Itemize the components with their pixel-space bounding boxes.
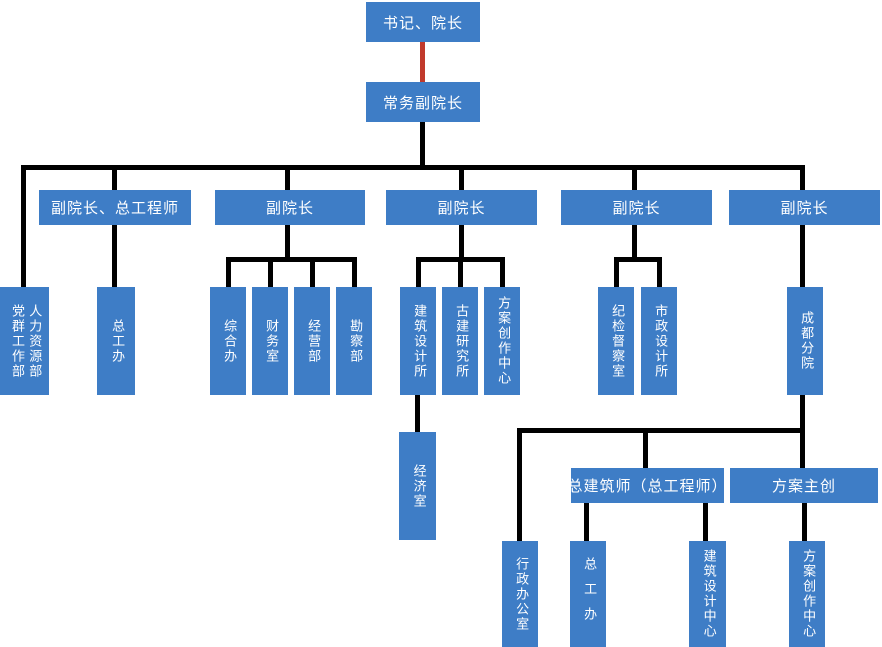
connector-line	[614, 257, 662, 262]
node-survey-dept-label: 勘察部	[347, 318, 363, 364]
node-party-masses-dept-label: 党群工作部	[9, 303, 24, 379]
node-admin-office: 行政办公室	[502, 541, 538, 647]
connector-line	[268, 262, 273, 287]
node-vice-dean-2: 副院长	[386, 190, 537, 225]
node-finance-office-label: 财务室	[263, 318, 279, 364]
node-vice-dean-1: 副院长	[215, 190, 365, 225]
node-municipal-design-institute: 市政设计所	[641, 287, 677, 395]
connector-line	[517, 433, 522, 541]
node-vice-dean-4: 副院长	[729, 190, 880, 225]
node-ancient-architecture-institute-label: 古建研究所	[453, 303, 469, 379]
connector-line	[800, 395, 805, 430]
connector-line	[643, 433, 648, 468]
node-discipline-inspection-office-label: 纪检督察室	[609, 303, 625, 379]
connector-line	[112, 225, 117, 287]
connector-line	[614, 262, 619, 287]
node-survey-dept: 勘察部	[336, 287, 372, 395]
node-admin-office-label: 行政办公室	[513, 556, 529, 632]
connector-line	[310, 262, 315, 287]
node-economy-office-label: 经济室	[410, 463, 426, 509]
connector-line	[802, 503, 807, 541]
connector-line	[416, 262, 421, 287]
connector-line	[112, 170, 117, 190]
connector-line	[800, 433, 805, 468]
node-scheme-lead: 方案主创	[730, 468, 878, 503]
connector-line	[285, 170, 290, 190]
node-chief-engineer-office-label: 总工办	[109, 318, 125, 364]
node-chief-architect: 总建筑师（总工程师）	[568, 468, 727, 503]
node-vice-dean-3-label: 副院长	[612, 199, 661, 217]
node-hr-dept-label: 人力资源部	[26, 303, 42, 379]
connector-line	[703, 503, 708, 541]
node-vice-dean-chief-engineer-label: 副院长、总工程师	[50, 199, 179, 217]
node-business-dept-label: 经营部	[305, 318, 321, 364]
connector-line	[517, 428, 805, 433]
connector-line	[420, 122, 425, 165]
connector-line	[226, 257, 357, 262]
connector-line	[584, 503, 589, 541]
node-chief-engineer-office: 总工办	[97, 287, 135, 395]
node-chengdu-branch-label: 成都分院	[798, 311, 814, 371]
connector-line	[459, 225, 464, 259]
node-general-office: 综合办	[210, 287, 246, 395]
node-vice-dean-2-label: 副院长	[437, 199, 486, 217]
node-scheme-creation-center-branch-label: 方案创作中心	[800, 549, 816, 639]
node-vice-dean-1-label: 副院长	[265, 199, 314, 217]
node-chief-engineer-office-branch: 总工办	[570, 541, 606, 647]
node-scheme-lead-label: 方案主创	[771, 477, 836, 495]
connector-line	[632, 170, 637, 190]
node-scheme-creation-center: 方案创作中心	[484, 287, 520, 395]
connector-line	[21, 170, 26, 287]
node-discipline-inspection-office: 纪检督察室	[598, 287, 634, 395]
node-chengdu-branch: 成都分院	[787, 287, 823, 395]
connector-line	[458, 262, 463, 287]
node-vice-dean-3: 副院长	[561, 190, 712, 225]
connector-line	[500, 262, 505, 287]
node-architecture-design-center-label: 建筑设计中心	[700, 549, 716, 639]
connector-line	[415, 395, 420, 432]
connector-line	[800, 170, 805, 190]
node-finance-office: 财务室	[252, 287, 288, 395]
node-exec-vice-dean-label: 常务副院长	[382, 93, 463, 112]
connector-line	[632, 225, 637, 259]
connector-line	[459, 170, 464, 190]
node-scheme-creation-center-branch: 方案创作中心	[789, 541, 825, 647]
node-chief-engineer-office-branch-label: 总工办	[581, 556, 597, 632]
connector-line	[657, 262, 662, 287]
connector-line	[285, 225, 290, 259]
node-business-dept: 经营部	[294, 287, 330, 395]
connector-line	[416, 257, 505, 262]
connector-line	[352, 262, 357, 287]
node-vice-dean-4-label: 副院长	[780, 199, 829, 217]
node-party-hr-group: 党群工作部 人力资源部	[0, 287, 49, 395]
node-secretary-dean-label: 书记、院长	[382, 13, 463, 32]
node-municipal-design-institute-label: 市政设计所	[652, 303, 668, 379]
node-architecture-design-center: 建筑设计中心	[689, 541, 726, 647]
node-architecture-design-institute: 建筑设计所	[400, 287, 436, 395]
connector-line	[21, 165, 805, 170]
connector-line	[800, 225, 805, 287]
connector-highlight-line	[420, 42, 425, 82]
node-secretary-dean: 书记、院长	[366, 2, 480, 42]
node-scheme-creation-center-label: 方案创作中心	[495, 296, 511, 386]
node-chief-architect-label: 总建筑师（总工程师）	[567, 477, 728, 495]
node-economy-office: 经济室	[399, 432, 436, 540]
node-vice-dean-chief-engineer: 副院长、总工程师	[39, 190, 191, 225]
connector-line	[226, 262, 231, 287]
node-general-office-label: 综合办	[221, 318, 237, 364]
node-exec-vice-dean: 常务副院长	[366, 82, 480, 122]
node-architecture-design-institute-label: 建筑设计所	[411, 303, 427, 379]
node-ancient-architecture-institute: 古建研究所	[442, 287, 478, 395]
